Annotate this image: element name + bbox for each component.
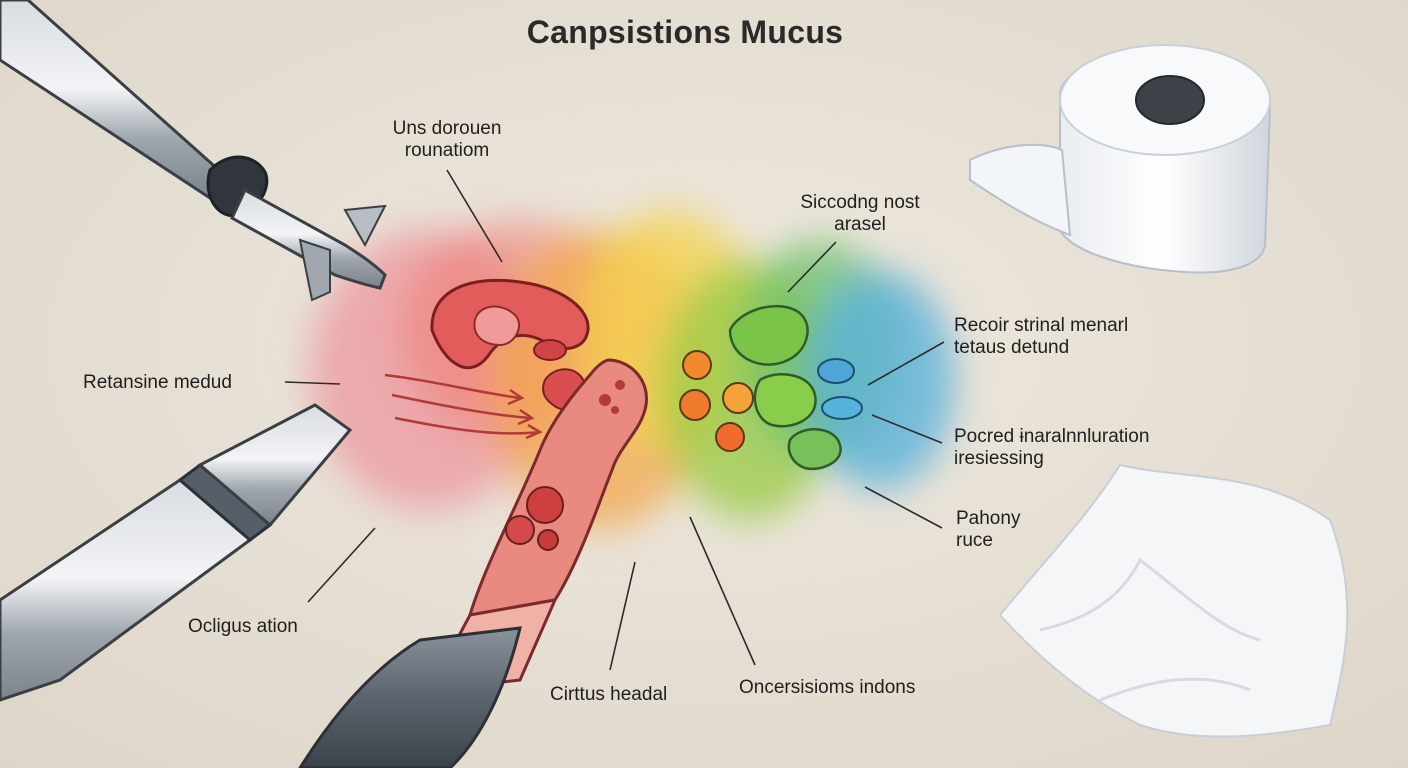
label-line: Pocred ɨnaralnnluration xyxy=(954,426,1150,447)
nasal-dropper-icon xyxy=(0,0,387,302)
label-right-lower: Pahony ruce xyxy=(956,508,1020,552)
label-line: rounatiom xyxy=(404,140,490,161)
mucus-particles xyxy=(679,350,754,452)
green-cells xyxy=(728,304,842,471)
leader-lines xyxy=(284,169,945,671)
flow-arrows xyxy=(384,373,543,440)
page-title: Canpsistions Mucus xyxy=(526,14,844,50)
label-line: ruce xyxy=(956,530,993,551)
label-bottom-center-right: Oncersisioms indons xyxy=(739,677,915,699)
label-line: arasel xyxy=(834,214,886,235)
label-line: Ocligus ation xyxy=(188,616,298,637)
label-right-upper: Recoir strinal menarl tetaus detund xyxy=(954,315,1128,359)
swab-tube-icon xyxy=(298,358,648,768)
label-left-middle: Retansine medud xyxy=(83,372,232,394)
label-line: Retansine medud xyxy=(83,372,232,393)
label-bottom-center-left: Cirttus headal xyxy=(550,684,667,706)
label-line: Cirttus headal xyxy=(550,684,668,705)
blue-cells xyxy=(817,358,863,420)
toilet-paper-roll-icon xyxy=(969,44,1272,274)
label-line: Uns dorouen xyxy=(392,118,502,139)
inflamed-tissue xyxy=(430,278,590,411)
label-line: Siccodng nost xyxy=(800,192,920,213)
label-top-center: Uns dorouen rounatiom xyxy=(362,118,532,162)
label-line: Recoir strinal menarl xyxy=(954,315,1129,336)
label-line: tetaus detund xyxy=(954,337,1070,358)
label-line: Oncersisioms indons xyxy=(739,677,916,698)
nasal-aspirator-icon xyxy=(0,403,353,702)
label-bottom-left: Ocligus ation xyxy=(188,616,298,638)
tissue-icon xyxy=(998,463,1349,738)
label-upper-right: Siccodng nost arasel xyxy=(775,192,945,236)
label-right-middle: Pocred ɨnaralnnluration iresiessing xyxy=(954,426,1149,470)
label-line: iresiessing xyxy=(954,448,1044,469)
label-line: Pahony xyxy=(956,508,1021,529)
